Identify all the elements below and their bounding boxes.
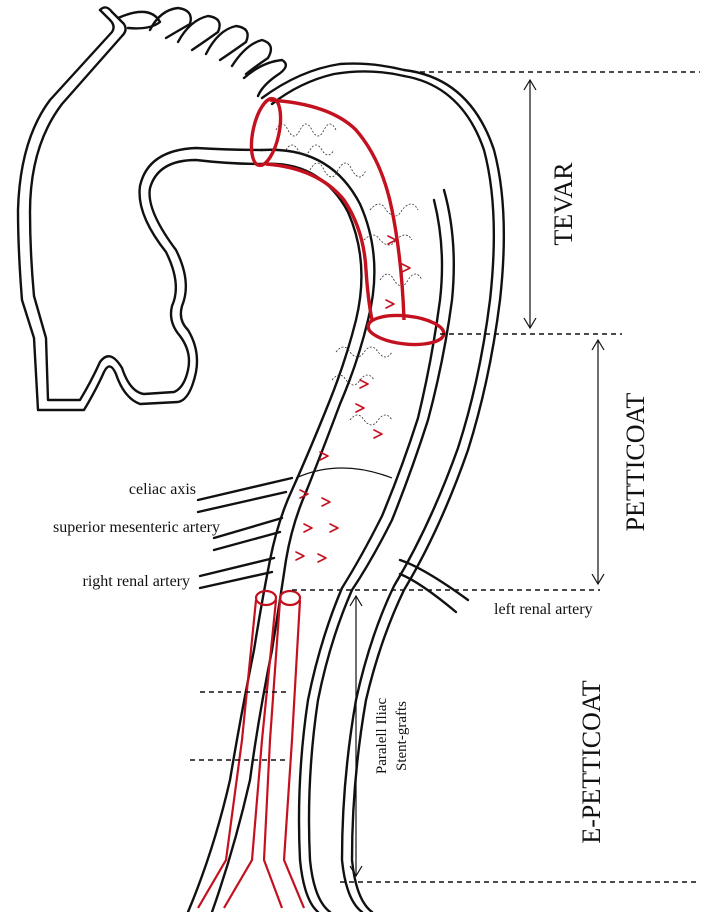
celiac-axis-vessel	[196, 476, 294, 514]
parallel-iliac-stent-grafts	[197, 589, 306, 909]
e-petticoat-label: E-PETTICOAT	[577, 680, 606, 843]
tevar-label: TEVAR	[549, 162, 578, 246]
stent-grafts-label-line1: Paralell Iliac	[374, 698, 390, 775]
right-renal-vessel	[198, 556, 276, 590]
tevar-stent-graft	[249, 96, 446, 347]
tevar-proximal-ring	[249, 96, 283, 168]
left-limb-ring	[254, 589, 278, 607]
aorta-outer-wall	[340, 68, 506, 912]
visceral-branches	[196, 476, 294, 590]
left-renal-vessel	[398, 558, 470, 614]
dimension-arrows	[349, 78, 605, 878]
superior-mesenteric-artery-label: superior mesenteric artery	[53, 519, 220, 536]
tevar-distal-ring	[366, 313, 446, 347]
right-limb-ring	[278, 589, 302, 607]
reference-lines	[190, 71, 700, 883]
sma-vessel	[212, 516, 284, 552]
petticoat-boundary	[295, 467, 393, 479]
aorta-inner-wall	[186, 148, 455, 912]
left-renal-artery-label: left renal artery	[494, 601, 593, 618]
right-renal-artery-label: right renal artery	[83, 573, 191, 590]
heart-outline	[16, 8, 264, 412]
petticoat-label: PETTICOAT	[621, 393, 650, 532]
stent-grafts-label-line2: Stent-grafts	[394, 701, 410, 771]
supra-aortic-branches	[98, 6, 406, 106]
celiac-axis-label: celiac axis	[129, 481, 196, 498]
bare-stent-chevrons	[295, 235, 411, 563]
